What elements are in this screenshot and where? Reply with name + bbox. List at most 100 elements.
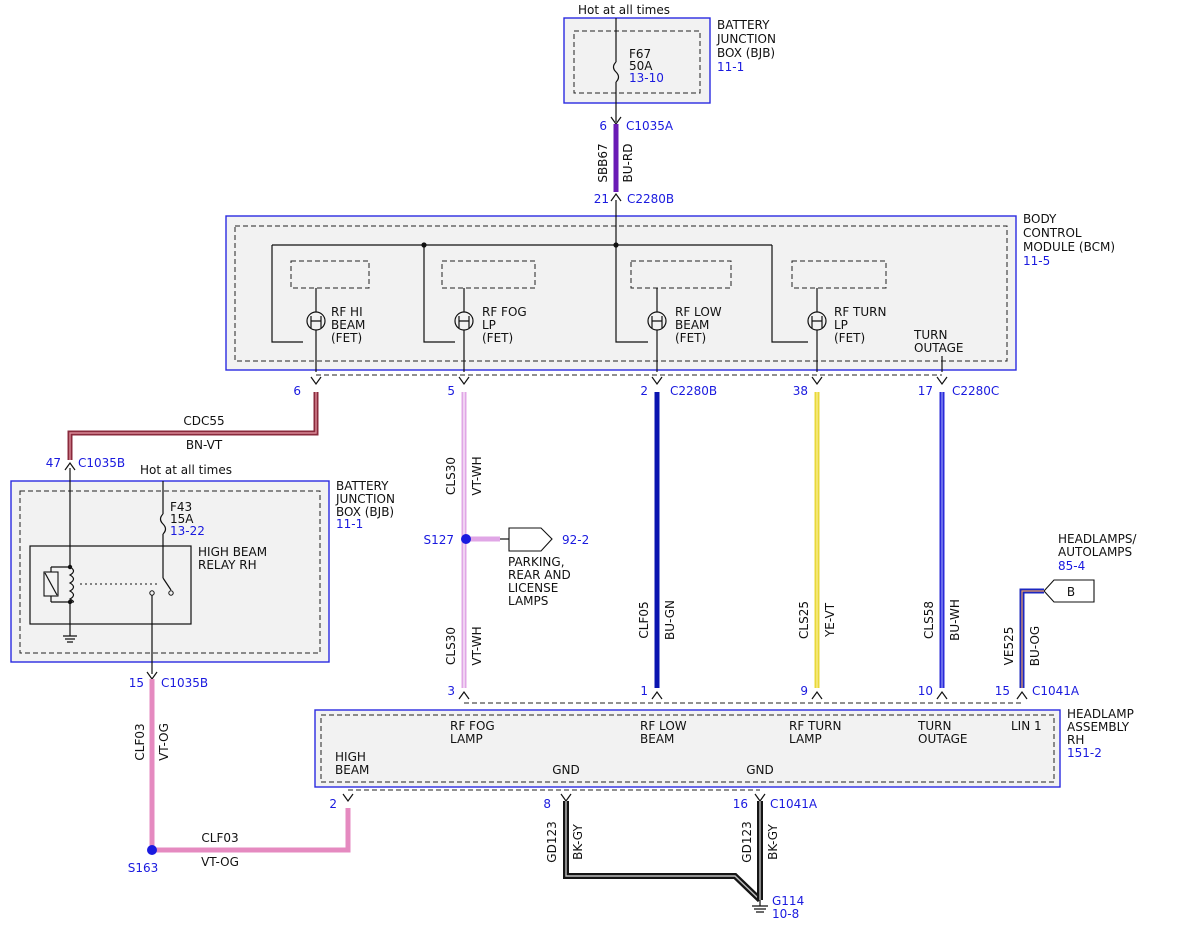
- headlamp-ref: 151-2: [1067, 746, 1102, 760]
- fuse-f43-name: F43: [170, 500, 192, 514]
- hl-pin-10: 10: [918, 684, 933, 698]
- wire-clf05-group: CLF05 BU-GN: [637, 392, 677, 688]
- circuit-sbb67: SBB67: [596, 143, 610, 182]
- bcm-pin-arrow-5: [936, 376, 948, 386]
- hl-label-turn-2: LAMP: [789, 732, 822, 746]
- hl-label-outage-1: TURN: [917, 719, 951, 733]
- bcm-title-3: MODULE (BCM): [1023, 240, 1115, 254]
- hl-label-low-2: BEAM: [640, 732, 674, 746]
- s127-ref: 92-2: [562, 533, 589, 547]
- fet-1-supply: [271, 245, 303, 343]
- fet-4-label-3: (FET): [834, 331, 865, 345]
- hl-pin-arrow-2: [651, 690, 663, 700]
- ground-icon: [752, 905, 768, 913]
- bcm-module: BODY CONTROL MODULE (BCM) 11-5 RF HI BEA…: [225, 200, 1115, 372]
- fet-3-label-3: (FET): [675, 331, 706, 345]
- relay-coil-icon: [68, 566, 75, 603]
- s127-dest-2: REAR AND: [508, 568, 571, 582]
- relay-label-2: RELAY RH: [198, 558, 257, 572]
- ground-ref: 10-8: [772, 907, 799, 921]
- relay-label-1: HIGH BEAM: [198, 545, 267, 559]
- fet-4-supply: [771, 245, 808, 343]
- bjb-top-title-2: JUNCTION: [716, 32, 776, 46]
- fet-2-label-2: LP: [482, 318, 496, 332]
- bjb-left-title-3: BOX (BJB): [336, 505, 394, 519]
- hl-pin-3: 3: [447, 684, 455, 698]
- bcm-title-2: CONTROL: [1023, 226, 1082, 240]
- bjb-top: Hot at all times BATTERY JUNCTION BOX (B…: [563, 3, 776, 122]
- pin-21: 21: [594, 192, 609, 206]
- bjb-top-title-1: BATTERY: [717, 18, 770, 32]
- headlamp-title-1: HEADLAMP: [1067, 707, 1134, 721]
- headlamp-title-3: RH: [1067, 733, 1084, 747]
- color-bu-rd: BU-RD: [621, 144, 635, 183]
- fet-4-label-1: RF TURN: [834, 305, 886, 319]
- bjb-left-ref: 11-1: [336, 517, 363, 531]
- bcm-ref: 11-5: [1023, 254, 1050, 268]
- splice-s163-label: S163: [128, 861, 159, 875]
- fuse-f67-name: F67: [629, 47, 651, 61]
- relay-switch-blade: [162, 577, 172, 591]
- bjb-top-title-3: BOX (BJB): [717, 46, 775, 60]
- relay-resistor-leads: [50, 566, 70, 603]
- circuit-clf03-v: CLF03: [133, 723, 147, 760]
- bcm-pin-38: 38: [793, 384, 808, 398]
- color-vt-og-v: VT-OG: [157, 723, 171, 761]
- hl-pin-arrow-4: [936, 690, 948, 700]
- hl-pin-8: 8: [543, 797, 551, 811]
- hl-label-lin: LIN 1: [1011, 719, 1042, 733]
- headlamp-assembly: HEADLAMP ASSEMBLY RH 151-2 RF FOG LAMP R…: [314, 707, 1134, 788]
- hl-label-fog-1: RF FOG: [450, 719, 495, 733]
- circuit-cls30-upper: CLS30: [444, 457, 458, 495]
- relay-contact-1: [168, 590, 174, 596]
- color-vt-wh-lower: VT-WH: [470, 626, 484, 665]
- color-ye-vt: YE-VT: [823, 602, 837, 638]
- fet-rf-low-beam: RF LOW BEAM (FET): [615, 245, 732, 372]
- hl-pin-9: 9: [800, 684, 808, 698]
- hl-pin-2: 2: [329, 797, 337, 811]
- bcm-conn-c2280c: C2280C: [952, 384, 999, 398]
- tag-b-icon: [1043, 579, 1095, 603]
- fet-2-label-3: (FET): [482, 331, 513, 345]
- fet-4-label-2: LP: [834, 318, 848, 332]
- color-bn-vt: BN-VT: [186, 438, 223, 452]
- fet-3-symbol: [651, 316, 663, 328]
- headlamp-title-2: ASSEMBLY: [1067, 720, 1130, 734]
- fet-3-driver: [630, 260, 732, 289]
- pin-47: 47: [46, 456, 61, 470]
- bjb-left-title-2: JUNCTION: [335, 492, 395, 506]
- fuse-f67-icon: [612, 61, 620, 83]
- relay-ground-icon: [63, 635, 77, 643]
- s127-dest-3: LICENSE: [508, 581, 558, 595]
- wire-cls58-group: CLS58 BU-WH: [922, 392, 962, 688]
- fet-rf-hi-beam: RF HI BEAM (FET): [271, 245, 370, 372]
- bjb-left-title-1: BATTERY: [336, 479, 389, 493]
- fet-2-driver: [441, 260, 536, 289]
- hot-label-left: Hot at all times: [140, 463, 232, 477]
- conn-c2280b-top: C2280B: [627, 192, 674, 206]
- splice-s163: [147, 845, 157, 855]
- wire-bk-gy-a: [563, 801, 763, 903]
- headlamp-box: [314, 709, 1061, 788]
- conn-c1035a-top: C1035A: [626, 119, 674, 133]
- fuse-f43-ref: 13-22: [170, 524, 205, 538]
- hl-gnd-label-1: GND: [552, 763, 580, 777]
- relay-resistor-slash: [44, 572, 58, 596]
- color-bk-gy-b: BK-GY: [766, 824, 780, 860]
- bcm-turn-outage-2: OUTAGE: [914, 341, 964, 355]
- autolamps-title-1: HEADLAMPS/: [1058, 532, 1137, 546]
- bcm-pin-6: 6: [293, 384, 301, 398]
- fet-1-driver: [290, 260, 370, 289]
- fet-2-symbol: [458, 316, 470, 328]
- wire-clf03-group: CLF03 VT-OG CLF03 VT-OG S163: [128, 679, 351, 875]
- bcm-inner: [234, 225, 1008, 362]
- circuit-clf03-h: CLF03: [201, 831, 238, 845]
- pin-15-relay: 15: [129, 676, 144, 690]
- wire-vt-og: [149, 679, 351, 853]
- circuit-gd123-b: GD123: [740, 821, 754, 862]
- bcm-pin-2: 2: [640, 384, 648, 398]
- bcm-pin-17: 17: [918, 384, 933, 398]
- s127-dest-1: PARKING,: [508, 555, 565, 569]
- autolamps-group: HEADLAMPS/ AUTOLAMPS 85-4 B VE525 BU-OG: [1002, 532, 1137, 688]
- fet-2-supply: [423, 245, 455, 343]
